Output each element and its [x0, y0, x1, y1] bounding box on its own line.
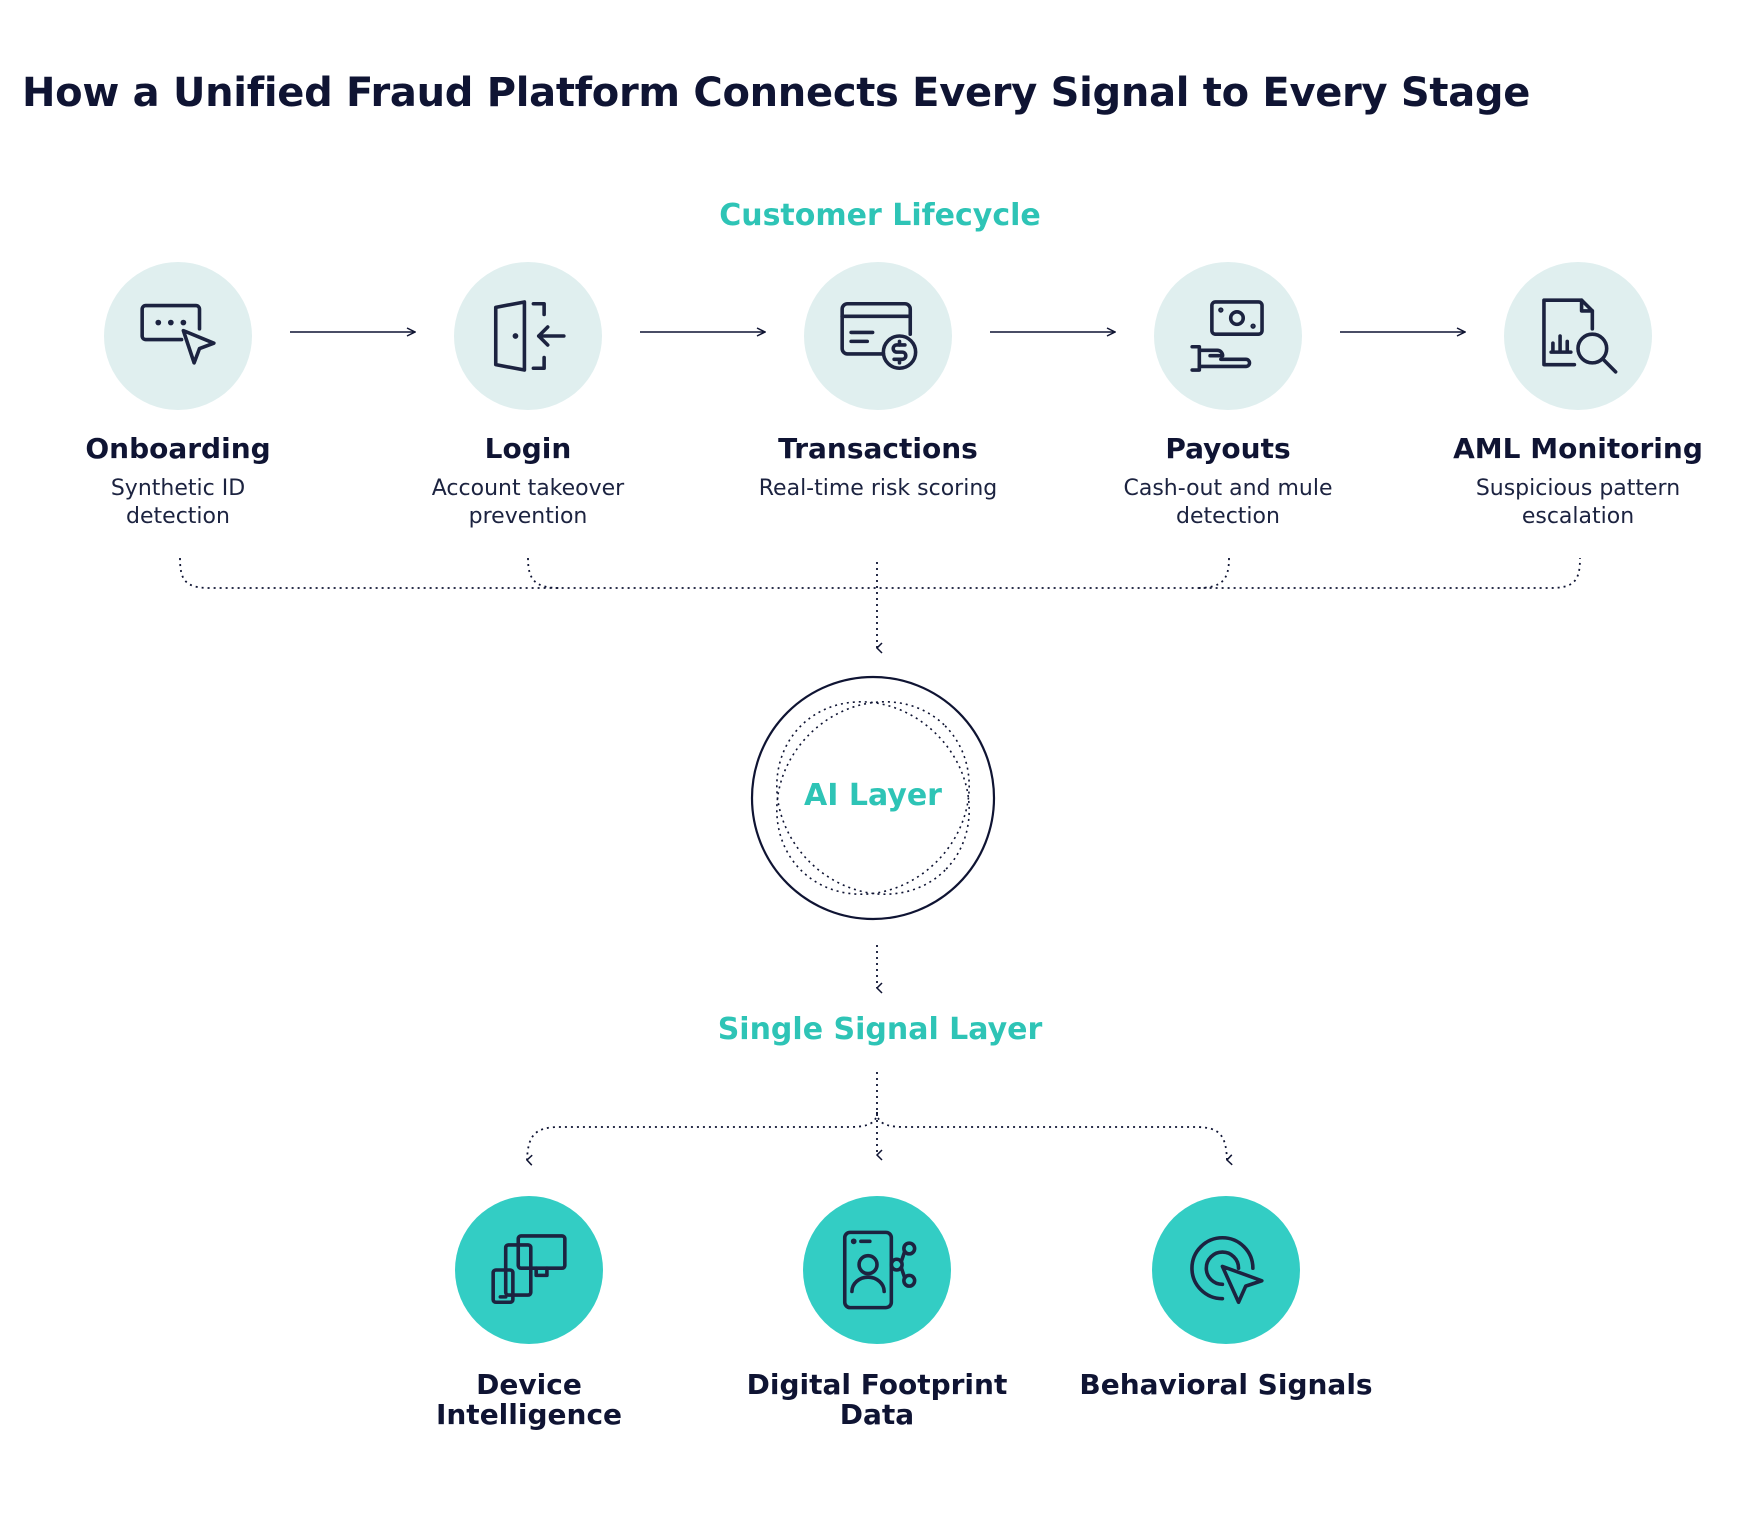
signal-icon-circle	[455, 1196, 603, 1344]
ai-layer-orbit-vertical	[776, 701, 970, 895]
stages-to-ai-connector	[179, 557, 1581, 654]
stage-icon-circle	[104, 262, 252, 410]
stage-name: Transactions	[778, 432, 978, 465]
signal-digital-footprint-data: Digital Footprint Data	[717, 1196, 1037, 1430]
stage-transactions: Transactions Real-time risk scoring	[728, 262, 1028, 503]
single-signal-layer-label: Single Signal Layer	[717, 1012, 1043, 1047]
stage-login: Login Account takeover prevention	[378, 262, 678, 531]
signal-icon-circle	[1152, 1196, 1300, 1344]
stage-icon-circle	[1504, 262, 1652, 410]
signal-icon-circle	[803, 1196, 951, 1344]
target-cursor-icon	[1190, 1235, 1264, 1305]
stage-description: Cash-out and mule detection	[1123, 476, 1333, 529]
card-dollar-icon	[840, 301, 918, 371]
ai-layer-orbit-horizontal	[776, 701, 970, 895]
ai-layer-graphic	[750, 675, 996, 921]
stage-name: Login	[484, 432, 572, 465]
report-magnifier-icon	[1542, 298, 1618, 374]
signal-fanout-connector	[525, 1072, 1233, 1166]
stage-description: Real-time risk scoring	[758, 476, 998, 501]
ai-layer-outer-ring	[750, 675, 996, 921]
stage-icon-circle	[454, 262, 602, 410]
stage-payouts: Payouts Cash-out and mule detection	[1078, 262, 1378, 531]
stage-icon-circle	[1154, 262, 1302, 410]
signal-behavioral-signals: Behavioral Signals	[1066, 1196, 1386, 1400]
stage-onboarding: Onboarding Synthetic ID detection	[28, 262, 328, 531]
stage-description: Account takeover prevention	[431, 476, 625, 529]
stage-description: Synthetic ID detection	[110, 476, 246, 529]
phone-share-icon	[842, 1230, 917, 1310]
ai-layer-label: AI Layer	[804, 778, 942, 813]
devices-icon	[491, 1234, 567, 1305]
signal-name: Device Intelligence	[435, 1368, 623, 1431]
door-login-icon	[493, 300, 566, 372]
dialog-cursor-icon	[140, 303, 216, 365]
stage-name: Onboarding	[85, 432, 271, 465]
stage-description: Suspicious pattern escalation	[1475, 476, 1681, 529]
signal-name: Behavioral Signals	[1079, 1368, 1373, 1401]
stage-aml-monitoring: AML Monitoring Suspicious pattern escala…	[1428, 262, 1728, 531]
stage-name: Payouts	[1165, 432, 1291, 465]
signal-name: Digital Footprint Data	[746, 1368, 1008, 1431]
signal-device-intelligence: Device Intelligence	[369, 1196, 689, 1430]
customer-lifecycle-label: Customer Lifecycle	[719, 198, 1041, 233]
stage-name: AML Monitoring	[1453, 432, 1703, 465]
stage-icon-circle	[804, 262, 952, 410]
hand-cash-icon	[1190, 300, 1264, 372]
page-title: How a Unified Fraud Platform Connects Ev…	[22, 70, 1531, 116]
